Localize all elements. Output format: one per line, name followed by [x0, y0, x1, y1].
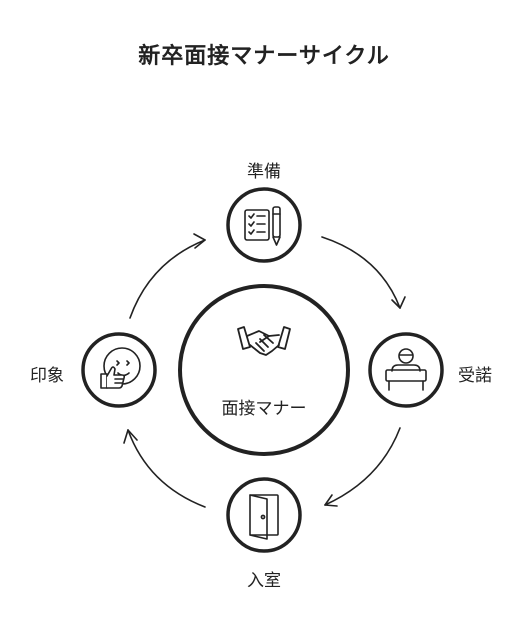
step-label-preparation: 準備: [247, 162, 281, 182]
smile-thumbs-up-icon: [100, 347, 141, 389]
arrow-impression-to-preparation: [129, 239, 206, 319]
arrow-preparation-to-acceptance: [321, 236, 401, 309]
cycle-arrows: [123, 233, 406, 508]
arrowhead: [324, 494, 338, 507]
open-door-icon: [249, 494, 279, 540]
center-label: 面接マナー: [221, 399, 307, 419]
arrow-acceptance-to-entry: [324, 427, 401, 506]
arrow-entry-to-impression: [127, 429, 206, 508]
arrowhead: [391, 296, 406, 309]
step-label-acceptance: 受諾: [458, 366, 492, 386]
page-title: 新卒面接マナーサイクル: [138, 44, 390, 69]
node-acceptance-circle: [368, 332, 444, 408]
step-label-impression: 印象: [30, 366, 64, 386]
node-preparation-circle: [226, 187, 302, 263]
checklist-pen-icon: [244, 206, 281, 246]
arrowhead: [193, 233, 206, 249]
node-entry-circle: [226, 477, 302, 553]
arrowhead: [123, 429, 138, 444]
step-label-entry: 入室: [247, 571, 281, 591]
node-impression-circle: [81, 332, 157, 408]
handshake-icon: [237, 326, 291, 356]
interviewer-desk-icon: [385, 348, 427, 391]
center-circle: [178, 284, 350, 456]
